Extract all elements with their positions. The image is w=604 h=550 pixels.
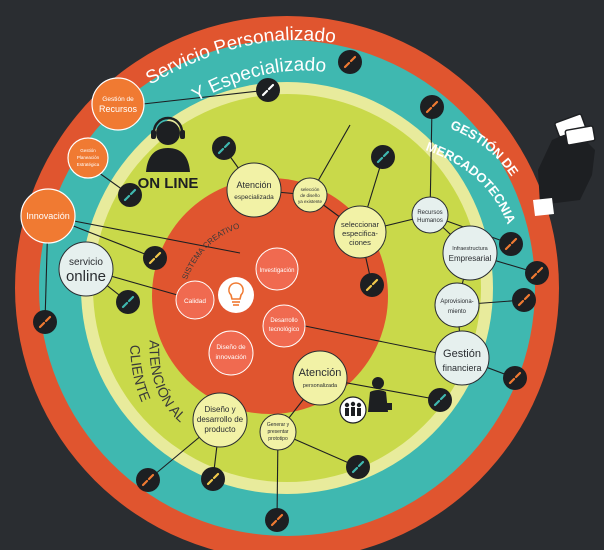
svg-text:Recursos: Recursos: [99, 104, 138, 114]
chain-link-icon[interactable]: [428, 388, 452, 412]
businessman-icon: [368, 377, 392, 412]
chain-link-icon[interactable]: [118, 183, 142, 207]
node-investigacion[interactable]: Investigación: [255, 247, 299, 291]
svg-text:de diseño: de diseño: [300, 193, 320, 198]
chain-link-icon[interactable]: [116, 290, 140, 314]
node-aprovisionamiento[interactable]: Aprovisiona- miento: [434, 282, 480, 328]
node-diseno-innovacion[interactable]: Diseño de innovación: [208, 330, 254, 376]
svg-text:producto: producto: [204, 425, 236, 434]
svg-text:financiera: financiera: [442, 363, 481, 373]
svg-text:Gestión de: Gestión de: [102, 96, 134, 103]
svg-text:Recursos: Recursos: [417, 210, 442, 216]
chain-link-icon[interactable]: [33, 310, 57, 334]
svg-text:Investigación: Investigación: [259, 268, 294, 274]
node-seleccionar-especificaciones[interactable]: seleccionar especifica- ciones: [333, 205, 387, 259]
svg-text:ya existente: ya existente: [298, 199, 323, 204]
svg-text:personalizada: personalizada: [303, 383, 338, 389]
node-seleccion-diseno[interactable]: selección de diseño ya existente: [292, 177, 328, 213]
svg-text:servicio: servicio: [69, 257, 103, 268]
node-infraestructura[interactable]: Infraestructura Empresarial: [442, 225, 498, 281]
chain-link-icon[interactable]: [346, 455, 370, 479]
svg-text:prototipo: prototipo: [268, 436, 288, 442]
chain-link-icon[interactable]: [338, 50, 362, 74]
chain-link-icon[interactable]: [503, 366, 527, 390]
chain-link-icon[interactable]: [512, 288, 536, 312]
node-servicio-online[interactable]: servicio online: [58, 241, 114, 297]
svg-text:Gestión: Gestión: [443, 348, 481, 360]
svg-text:seleccionar: seleccionar: [341, 220, 379, 229]
chain-link-icon[interactable]: [201, 467, 225, 491]
svg-text:selección: selección: [301, 187, 320, 192]
svg-text:Diseño y: Diseño y: [204, 405, 235, 414]
money-hand-icon: [533, 113, 596, 216]
svg-text:especifica-: especifica-: [342, 229, 378, 238]
chain-link-icon[interactable]: [420, 95, 444, 119]
chain-link-icon[interactable]: [360, 273, 384, 297]
svg-text:Desarrollo: Desarrollo: [270, 318, 298, 324]
svg-text:miento: miento: [448, 309, 467, 315]
svg-text:Aprovisiona-: Aprovisiona-: [440, 299, 473, 305]
svg-text:Diseño de: Diseño de: [216, 344, 246, 351]
svg-text:Atención: Atención: [236, 180, 271, 190]
svg-text:Humanos: Humanos: [417, 218, 443, 224]
svg-text:Gestión: Gestión: [80, 148, 96, 153]
headset-operator-icon: [146, 116, 190, 172]
svg-text:Generar y: Generar y: [267, 422, 290, 428]
lightbulb-icon: [218, 277, 254, 313]
online-label: ON LINE: [138, 175, 199, 192]
node-gestion-recursos[interactable]: Gestión de Recursos: [91, 77, 145, 131]
chain-link-icon[interactable]: [212, 136, 236, 160]
chain-link-icon[interactable]: [256, 78, 280, 102]
node-recursos-humanos[interactable]: Recursos Humanos: [411, 196, 449, 234]
node-calidad[interactable]: Calidad: [175, 280, 215, 320]
chain-link-icons: [33, 50, 549, 532]
node-diseno-producto[interactable]: Diseño y desarrollo de producto: [192, 392, 248, 448]
node-atencion-especializada[interactable]: Atención especializada: [226, 162, 282, 218]
node-desarrollo-tecnologico[interactable]: Desarrollo tecnológico: [262, 304, 306, 348]
chain-link-icon[interactable]: [499, 232, 523, 256]
svg-text:Estratégica: Estratégica: [77, 162, 100, 167]
node-atencion-personalizada[interactable]: Atención personalizada: [292, 350, 348, 406]
svg-text:Innovación: Innovación: [26, 211, 70, 221]
svg-text:online: online: [66, 268, 106, 285]
svg-text:desarrollo de: desarrollo de: [197, 415, 244, 424]
svg-text:ciones: ciones: [349, 238, 371, 247]
team-group-icon: [339, 396, 367, 424]
svg-text:presentar: presentar: [267, 429, 288, 435]
svg-text:innovación: innovación: [215, 354, 246, 361]
node-gestion-planeacion[interactable]: Gestión Planeación Estratégica: [67, 137, 109, 179]
svg-text:Planeación: Planeación: [77, 155, 100, 160]
svg-text:Infraestructura: Infraestructura: [452, 246, 488, 252]
svg-text:especializada: especializada: [234, 194, 274, 201]
chain-link-icon[interactable]: [265, 508, 289, 532]
svg-text:Empresarial: Empresarial: [449, 254, 492, 263]
chain-link-icon[interactable]: [525, 261, 549, 285]
node-innovacion[interactable]: Innovación: [20, 188, 76, 244]
chain-link-icon[interactable]: [136, 468, 160, 492]
chain-link-icon[interactable]: [143, 246, 167, 270]
chain-link-icon[interactable]: [371, 145, 395, 169]
svg-text:tecnológico: tecnológico: [269, 327, 300, 333]
node-gestion-financiera[interactable]: Gestión financiera: [434, 330, 490, 386]
svg-text:Calidad: Calidad: [184, 298, 206, 305]
svg-text:Atención: Atención: [299, 367, 342, 379]
node-generar-prototipo[interactable]: Generar y presentar prototipo: [259, 413, 297, 451]
